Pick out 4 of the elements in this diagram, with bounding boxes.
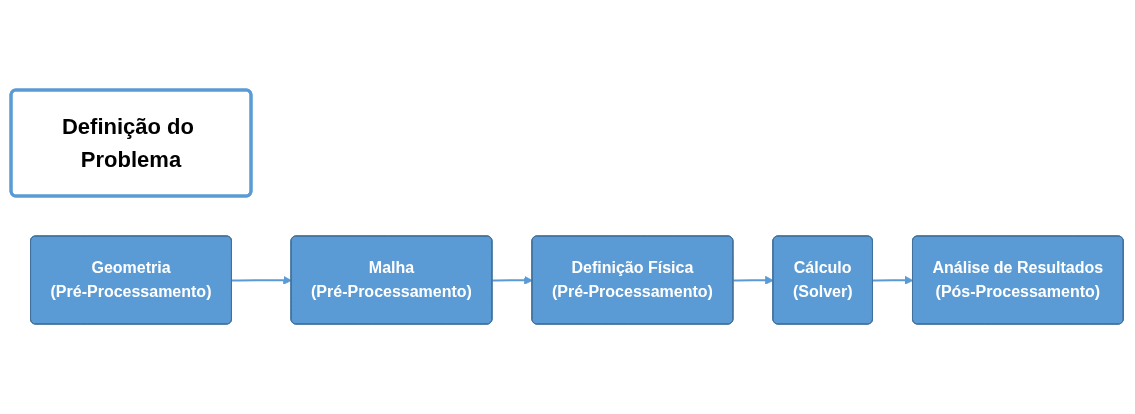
arrow: [491, 275, 534, 285]
arrow: [231, 275, 293, 285]
arrow: [732, 275, 775, 285]
arrow: [872, 275, 914, 285]
